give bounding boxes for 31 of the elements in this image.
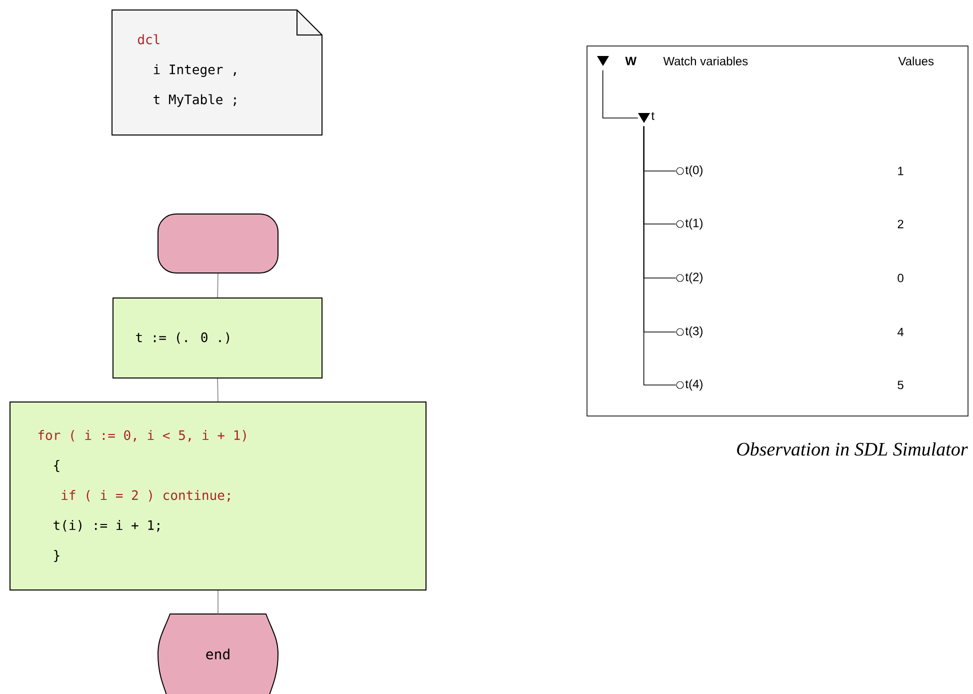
tree-item: t(4) <box>676 379 702 391</box>
tree-item: t(2) <box>676 272 702 284</box>
tree-item: t(1) <box>676 218 702 230</box>
tree-root-row: W Watch variables <box>597 56 748 66</box>
node-label: Watch variables <box>663 56 748 66</box>
task-box: t := (. 0 .) <box>112 298 322 378</box>
tree-item: t <box>638 112 654 123</box>
node-label: t <box>651 112 654 120</box>
tree-item: t(0) <box>676 165 702 177</box>
tree-line <box>602 70 638 118</box>
value-text: 1 <box>898 166 904 176</box>
caption: Observation in SDL Simulator <box>737 442 968 456</box>
value-text: 5 <box>898 380 904 390</box>
node-label: t(3) <box>685 326 702 338</box>
node-label: t(2) <box>685 272 702 284</box>
value-text: 2 <box>898 220 904 228</box>
connector-line <box>217 378 218 402</box>
column-header: Values <box>898 56 934 66</box>
value-text: 0 <box>898 274 904 282</box>
end-terminator: end <box>158 614 278 694</box>
note-box: dcl i Integer , t MyTable ; <box>112 10 322 136</box>
tree-line <box>643 126 676 386</box>
node-label: t(4) <box>685 379 702 391</box>
tree-item: t(3) <box>676 326 702 338</box>
value-text: 4 <box>898 328 904 336</box>
start-terminator <box>158 214 278 274</box>
node-label: W <box>625 56 637 66</box>
node-label: t(0) <box>685 165 702 177</box>
connector-line <box>217 273 218 298</box>
loop-box: for ( i := 0, i < 5, i + 1) { if ( i = 2 ) continue; t(i) := i + 1; } <box>10 402 426 590</box>
node-label: t(1) <box>685 218 702 230</box>
